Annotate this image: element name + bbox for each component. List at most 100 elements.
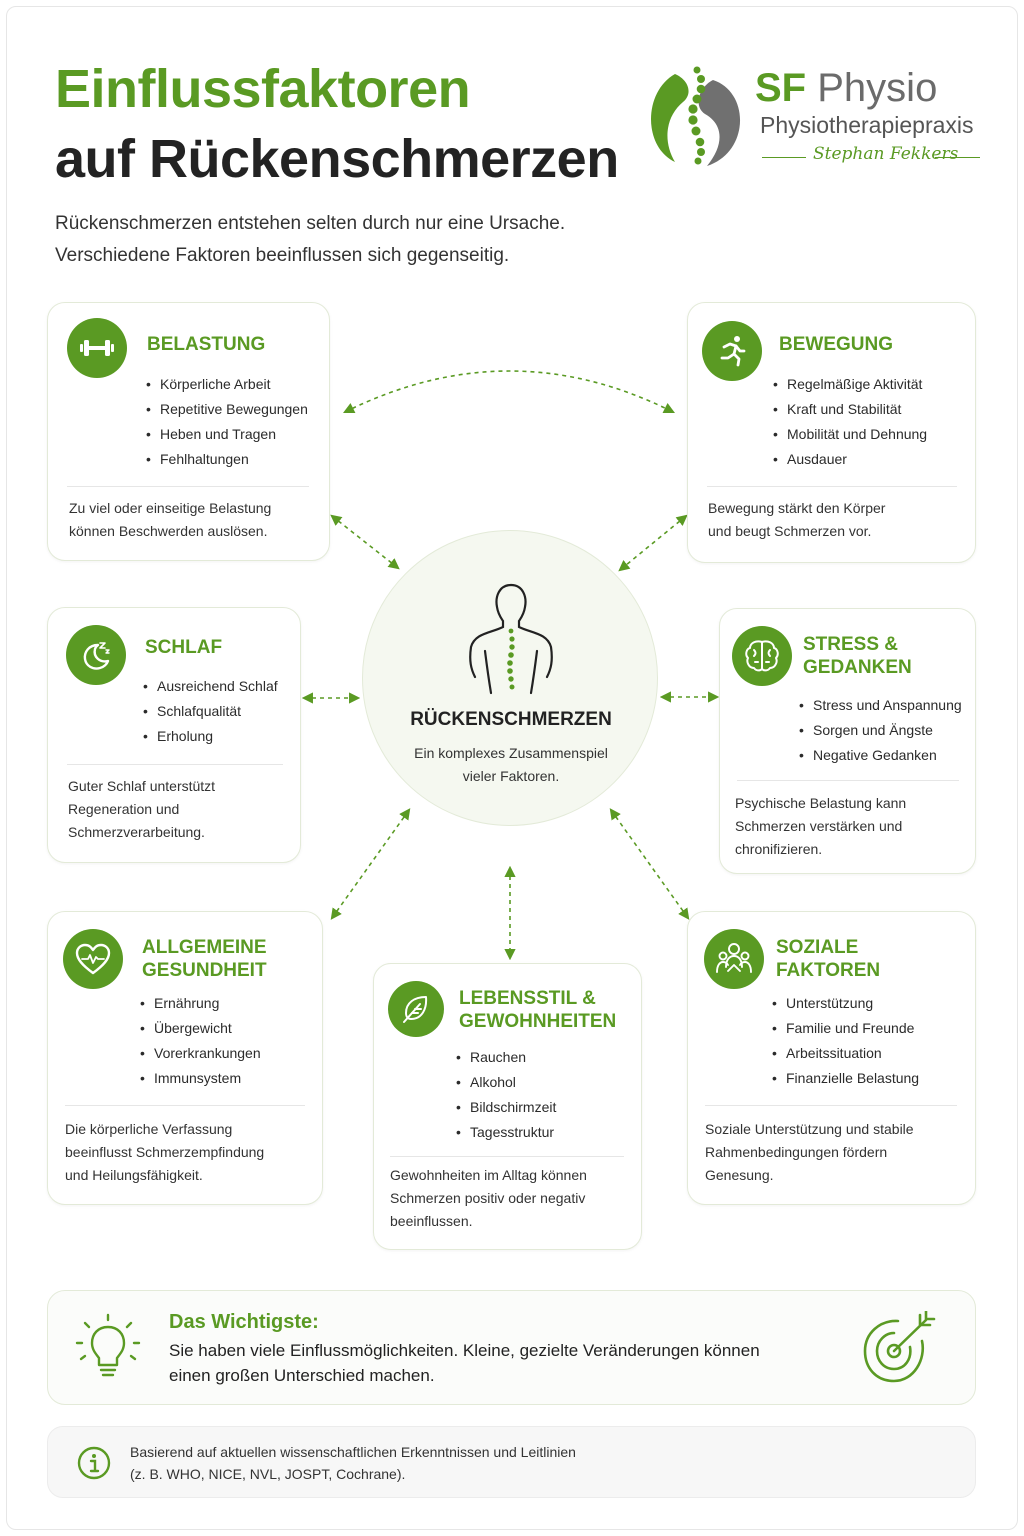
info-text: Basierend auf aktuellen wissenschaftlich… (130, 1441, 890, 1485)
card-description: Bewegung stärkt den Körper und beugt Sch… (708, 497, 958, 543)
card-description: Zu viel oder einseitige Belastung können… (69, 497, 319, 543)
list-item: Sorgen und Ängste (799, 718, 962, 743)
card-title-line1: SOZIALE (776, 937, 859, 958)
list-item: Alkohol (456, 1070, 556, 1095)
card-gesundheit: ALLGEMEINE GESUNDHEIT Ernährung Übergewi… (47, 911, 323, 1205)
list-item: Arbeitssituation (772, 1041, 919, 1066)
page-title-line1: Einflussfaktoren (55, 59, 471, 119)
info-box: Basierend auf aktuellen wissenschaftlich… (47, 1426, 976, 1498)
intro-line1: Rückenschmerzen entstehen selten durch n… (55, 213, 566, 234)
list-item: Vorerkrankungen (140, 1041, 261, 1066)
card-bewegung: BEWEGUNG Regelmäßige Aktivität Kraft und… (687, 302, 976, 563)
card-title-line1: STRESS & (803, 634, 899, 655)
logo-brand-physio: Physio (817, 66, 938, 110)
list-item: Übergewicht (140, 1016, 261, 1041)
card-title-line2: FAKTOREN (776, 960, 881, 981)
list-item: Fehlhaltungen (146, 447, 308, 472)
card-title: SCHLAF (145, 637, 223, 658)
arrow-bewegung-center (618, 514, 688, 572)
intro-line2: Verschiedene Faktoren beeinflussen sich … (55, 245, 510, 266)
desc-line: Schmerzen verstärken und (735, 818, 903, 834)
desc-line: beeinflusst Schmerzempfindung (65, 1144, 265, 1160)
info-line1: Basierend auf aktuellen wissenschaftlich… (130, 1444, 576, 1460)
important-line1: Sie haben viele Einflussmöglichkeiten. K… (169, 1341, 760, 1360)
desc-line: Rahmenbedingungen fördern (705, 1144, 888, 1160)
card-title-line1: ALLGEMEINE (142, 937, 267, 958)
arrow-belastung-bewegung (342, 370, 676, 414)
card-title: LEBENSSTIL & GEWOHNHEITEN (459, 987, 616, 1033)
important-box: Das Wichtigste: Sie haben viele Einfluss… (47, 1290, 976, 1405)
important-line2: einen großen Unterschied machen. (169, 1366, 435, 1385)
list-item: Unterstützung (772, 991, 919, 1016)
card-title-line2: GESUNDHEIT (142, 960, 267, 981)
arrow-belastung-center (330, 514, 400, 570)
item-list: Ausreichend Schlaf Schlafqualität Erholu… (143, 674, 278, 749)
card-title: SOZIALE FAKTOREN (776, 936, 880, 982)
heart-pulse-icon (63, 929, 123, 989)
card-description: Die körperliche Verfassung beeinflusst S… (65, 1118, 315, 1187)
center-sub-line2: vieler Faktoren. (462, 768, 560, 784)
card-schlaf: SCHLAF Ausreichend Schlaf Schlafqualität… (47, 607, 301, 863)
divider (67, 764, 283, 765)
leaf-icon (388, 981, 444, 1037)
desc-line: und beugt Schmerzen vor. (708, 523, 872, 539)
card-title-line1: LEBENSSTIL & (459, 988, 596, 1009)
desc-line: Die körperliche Verfassung (65, 1121, 233, 1137)
item-list: Rauchen Alkohol Bildschirmzeit Tagesstru… (456, 1045, 556, 1145)
list-item: Familie und Freunde (772, 1016, 919, 1041)
desc-line: Soziale Unterstützung und stabile (705, 1121, 914, 1137)
logo-brand: SF Physio (755, 66, 937, 111)
logo-subtitle: Physiotherapiepraxis (760, 112, 974, 138)
center-circle: RÜCKENSCHMERZEN Ein komplexes Zusammensp… (362, 530, 658, 826)
desc-line: Bewegung stärkt den Körper (708, 500, 886, 516)
item-list: Stress und Anspannung Sorgen und Ängste … (799, 693, 962, 768)
page-title-line2: auf Rückenschmerzen (55, 129, 619, 189)
running-person-icon (702, 321, 762, 381)
list-item: Heben und Tragen (146, 422, 308, 447)
desc-line: Genesung. (705, 1167, 774, 1183)
center-title: RÜCKENSCHMERZEN (410, 709, 612, 730)
important-text: Sie haben viele Einflussmöglichkeiten. K… (169, 1338, 839, 1388)
list-item: Erholung (143, 724, 278, 749)
card-description: Soziale Unterstützung und stabile Rahmen… (705, 1118, 967, 1187)
list-item: Mobilität und Dehnung (773, 422, 927, 447)
card-title: STRESS & GEDANKEN (803, 633, 912, 679)
card-title: ALLGEMEINE GESUNDHEIT (142, 936, 267, 982)
card-description: Gewohnheiten im Alltag können Schmerzen … (390, 1164, 635, 1233)
list-item: Schlafqualität (143, 699, 278, 724)
card-description: Guter Schlaf unterstützt Regeneration un… (68, 775, 288, 844)
card-title-line2: GEWOHNHEITEN (459, 1011, 617, 1032)
desc-line: Schmerzverarbeitung. (68, 824, 205, 840)
intro-text: Rückenschmerzen entstehen selten durch n… (55, 208, 655, 272)
desc-line: Schmerzen positiv oder negativ (390, 1190, 586, 1206)
lightbulb-icon (75, 1313, 141, 1377)
desc-line: Regeneration und (68, 801, 180, 817)
list-item: Bildschirmzeit (456, 1095, 556, 1120)
center-subtitle: Ein komplexes Zusammenspiel vieler Fakto… (393, 742, 629, 788)
logo-line-right (935, 157, 980, 158)
divider (737, 780, 959, 781)
info-line2: (z. B. WHO, NICE, NVL, JOSPT, Cochrane). (130, 1466, 406, 1482)
list-item: Repetitive Bewegungen (146, 397, 308, 422)
logo-line-left (762, 157, 806, 158)
card-description: Psychische Belastung kann Schmerzen vers… (735, 792, 965, 861)
list-item: Ernährung (140, 991, 261, 1016)
list-item: Regelmäßige Aktivität (773, 372, 927, 397)
moon-sleep-icon (66, 625, 126, 685)
list-item: Stress und Anspannung (799, 693, 962, 718)
brain-icon (732, 626, 792, 686)
list-item: Ausdauer (773, 447, 927, 472)
divider (707, 486, 957, 487)
spine-logo-icon (651, 66, 741, 166)
center-sub-line1: Ein komplexes Zusammenspiel (414, 745, 608, 761)
info-icon (77, 1446, 111, 1480)
people-icon (704, 929, 764, 989)
item-list: Unterstützung Familie und Freunde Arbeit… (772, 991, 919, 1091)
desc-line: Gewohnheiten im Alltag können (390, 1167, 587, 1183)
desc-line: Zu viel oder einseitige Belastung (69, 500, 272, 516)
desc-line: können Beschwerden auslösen. (69, 523, 268, 539)
important-title: Das Wichtigste: (169, 1311, 319, 1333)
desc-line: und Heilungsfähigkeit. (65, 1167, 203, 1183)
list-item: Körperliche Arbeit (146, 372, 308, 397)
